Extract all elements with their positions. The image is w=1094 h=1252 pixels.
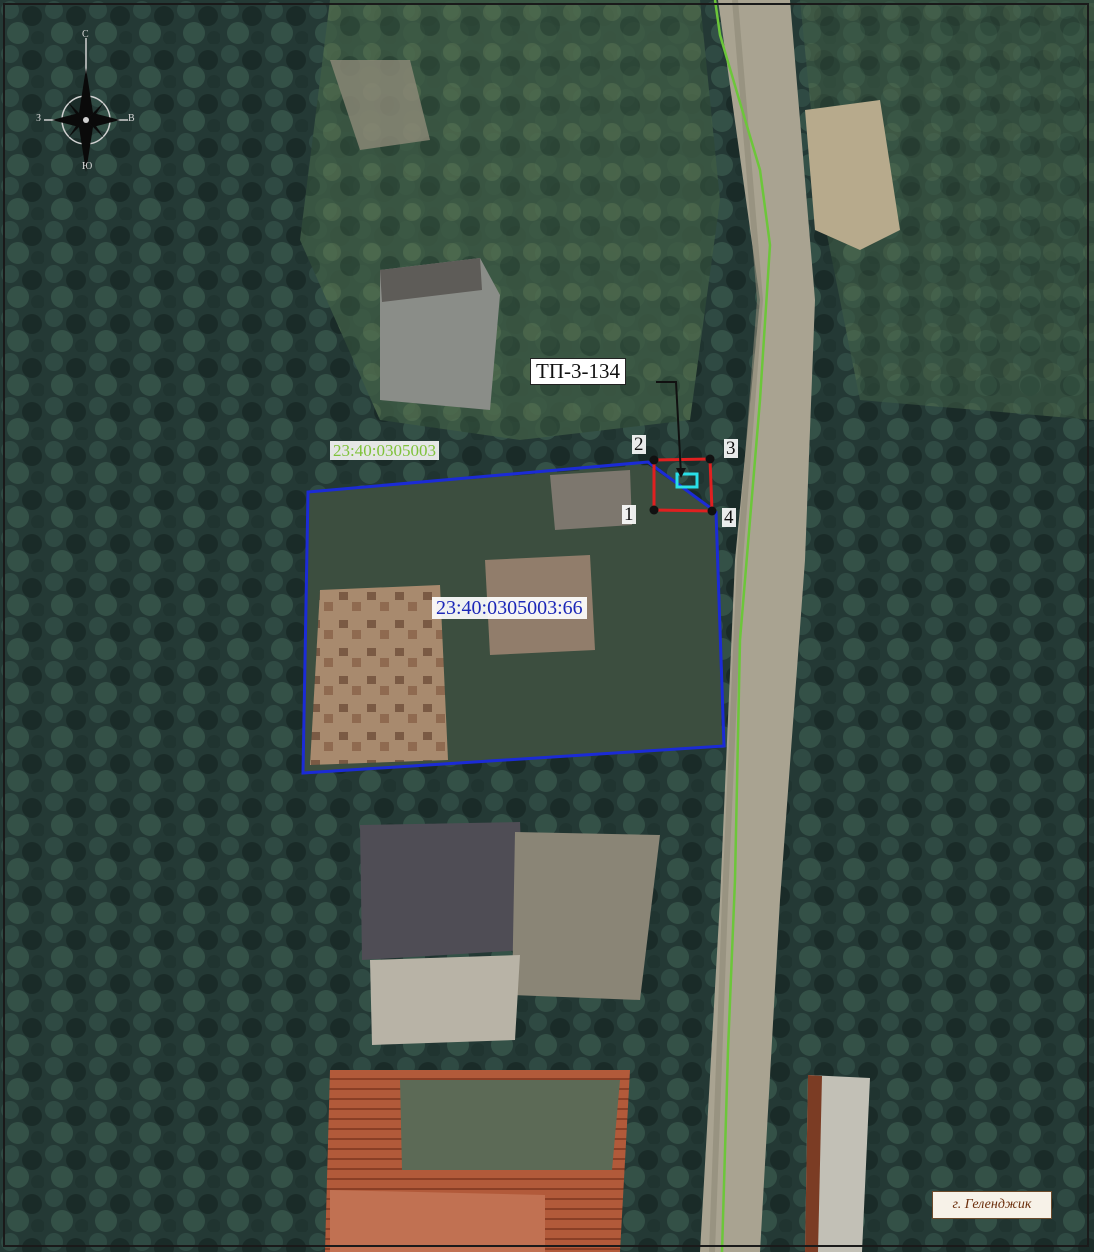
vertex-point-3: [705, 454, 715, 464]
quarter-label: 23:40:0305003: [330, 441, 439, 460]
vertex-point-4: [707, 506, 717, 516]
compass-rose-icon: [44, 38, 128, 172]
building-south-1: [360, 822, 525, 960]
clearing-east: [805, 100, 900, 250]
road: [700, 0, 815, 1252]
clearing-north: [330, 60, 430, 150]
compass-south-label: Ю: [82, 161, 93, 172]
courtyard: [400, 1080, 620, 1170]
point-label-2: 2: [632, 434, 646, 455]
road-shoulder: [709, 0, 764, 1252]
vertex-point-2: [649, 455, 659, 465]
red-roof-annex: [330, 1190, 545, 1252]
construction-site: [310, 585, 448, 765]
compass-north-label: С: [82, 29, 89, 40]
building-east: [805, 1075, 870, 1252]
city-stamp: г. Геленджик: [932, 1191, 1052, 1219]
building-south-3: [370, 955, 520, 1045]
zone-boundary-line: [713, 0, 772, 1252]
building-south-2: [512, 832, 660, 1000]
leader-arrowhead: [676, 468, 686, 478]
substation-marker: [675, 472, 699, 489]
label-leader-line: [656, 381, 682, 475]
parcel-cadastral-label: 23:40:0305003:66: [432, 597, 587, 619]
parcel-boundary: [301, 460, 726, 775]
point-label-1: 1: [622, 504, 636, 525]
point-label-3: 3: [724, 438, 738, 459]
vertex-point-1: [649, 505, 659, 515]
substation-label: ТП-3-134: [530, 358, 626, 385]
compass-west-label: З: [36, 113, 42, 124]
point-label-4: 4: [722, 507, 736, 528]
compass-east-label: В: [128, 113, 135, 124]
shed: [550, 470, 632, 530]
